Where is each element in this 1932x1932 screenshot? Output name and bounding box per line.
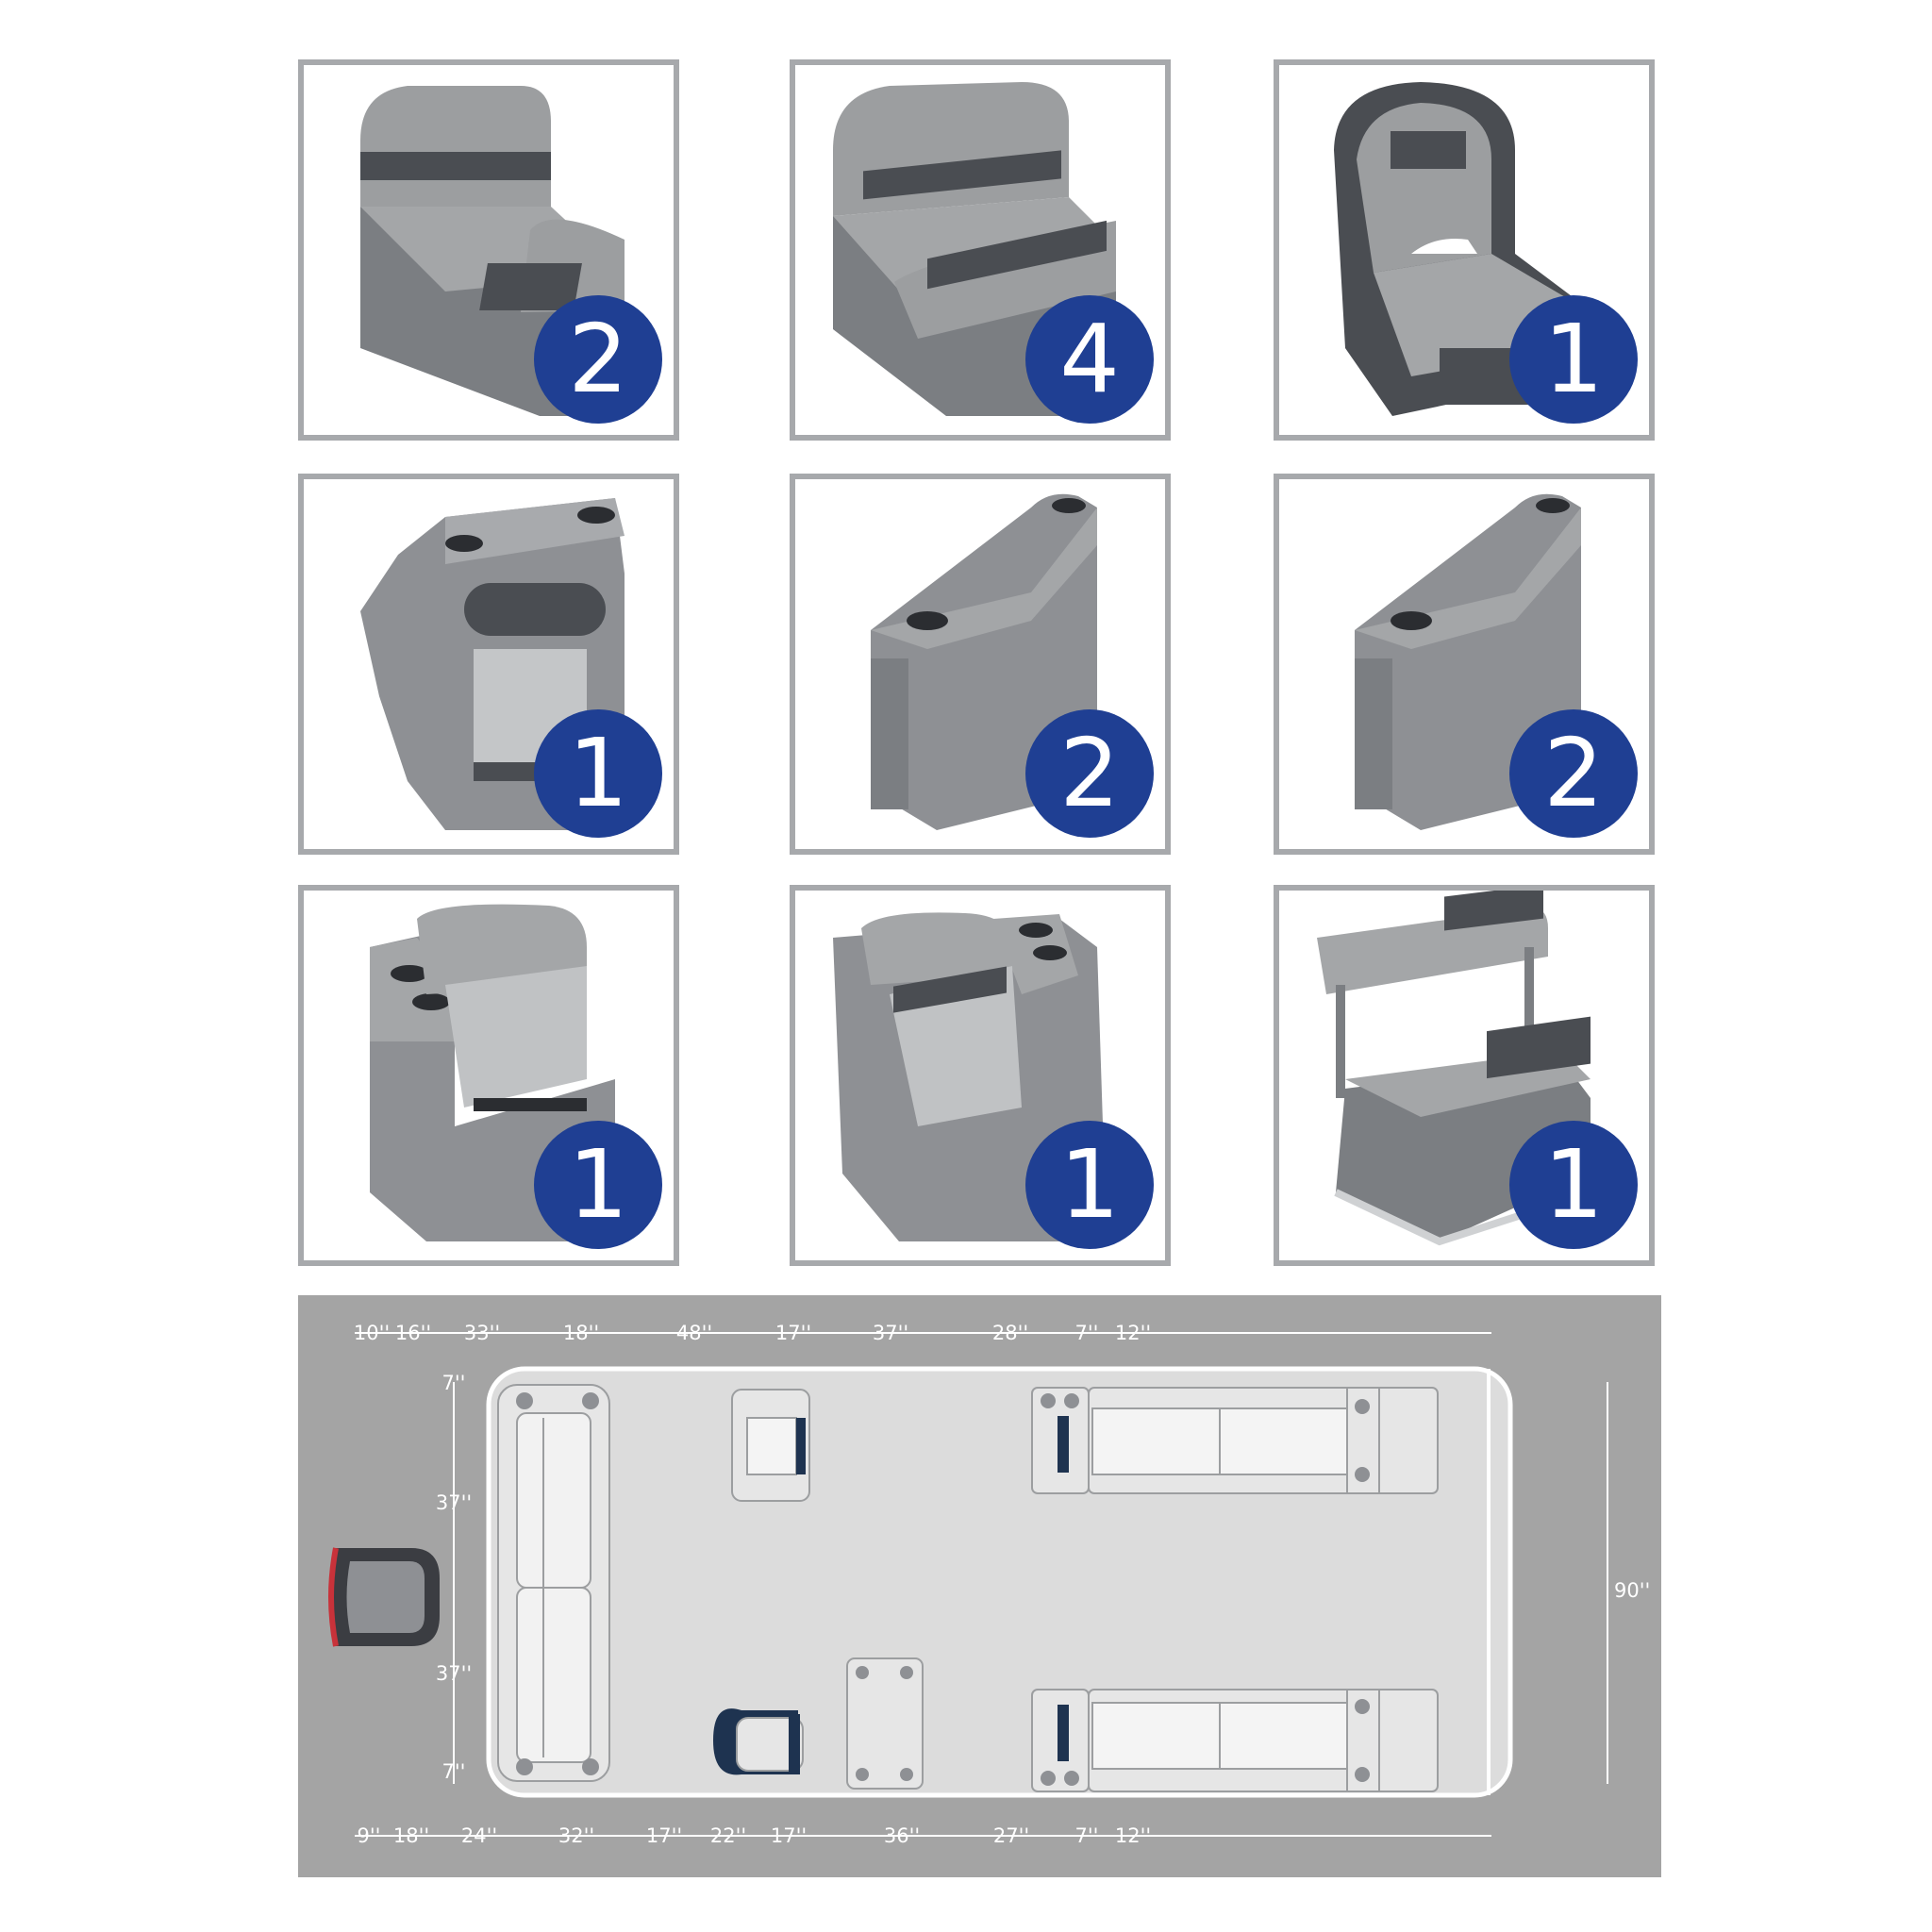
side-lounge-top (1031, 1387, 1439, 1494)
bottom-dimension-label: 9'' (358, 1824, 381, 1847)
left-dimension-label: 37'' (436, 1662, 472, 1685)
boat-layout-diagram: 10''16''33''18''48''17''37''28''7''12'' … (298, 1295, 1661, 1877)
tile-captain-chair: 1 (1274, 59, 1655, 441)
bottom-dimension-label: 22'' (710, 1824, 746, 1847)
quantity-badge: 2 (1025, 709, 1154, 838)
quantity-badge: 1 (1509, 295, 1638, 424)
top-dimension-label: 18'' (563, 1322, 599, 1344)
bench-seat-icon (833, 82, 1116, 416)
bottom-dimension-label: 17'' (646, 1824, 682, 1847)
flip-flop-seat-icon (1317, 891, 1591, 1246)
bottom-dimension-label: 32'' (558, 1824, 594, 1847)
tile-flip-flop-seat: 1 (1274, 885, 1655, 1266)
top-dimension-label: 10'' (354, 1322, 390, 1344)
top-dimension-label: 17'' (775, 1322, 811, 1344)
top-dimension-label: 48'' (676, 1322, 712, 1344)
bottom-dimension-label: 7'' (1075, 1824, 1099, 1847)
bottom-dimension-label: 17'' (771, 1824, 807, 1847)
helm-console-top (846, 1657, 924, 1790)
single-seat-top (731, 1389, 810, 1502)
top-dimension-label: 7'' (1075, 1322, 1099, 1344)
bottom-dimension-label: 27'' (993, 1824, 1029, 1847)
bottom-dimension-label: 24'' (461, 1824, 497, 1847)
quantity-badge: 2 (1509, 709, 1638, 838)
top-dimension-label: 12'' (1115, 1322, 1151, 1344)
tile-helm-console: 1 (298, 474, 679, 855)
tile-lounge-seat: 2 (298, 59, 679, 441)
top-dimension-label: 37'' (873, 1322, 908, 1344)
bottom-dimension-label: 18'' (393, 1824, 429, 1847)
top-dimension-label: 28'' (992, 1322, 1028, 1344)
tile-corner-lounge-right: 1 (298, 885, 679, 1266)
top-dimension-label: 33'' (464, 1322, 500, 1344)
quantity-badge: 1 (1509, 1121, 1638, 1249)
quantity-badge: 1 (534, 1121, 662, 1249)
bottom-dimension-label: 36'' (884, 1824, 920, 1847)
quantity-badge: 4 (1025, 295, 1154, 424)
quantity-badge: 1 (534, 709, 662, 838)
top-dimension-label: 16'' (395, 1322, 431, 1344)
left-dimension-label: 7'' (442, 1372, 466, 1394)
tile-corner-lounge-left: 1 (790, 885, 1171, 1266)
tile-armrest-right: 2 (790, 474, 1171, 855)
captain-chair-top (713, 1708, 804, 1775)
bottom-dimension-label: 12'' (1115, 1824, 1151, 1847)
side-lounge-bottom (1031, 1689, 1439, 1792)
quantity-badge: 1 (1025, 1121, 1154, 1249)
left-dimension-label: 37'' (436, 1491, 472, 1514)
outboard-motor-icon (328, 1547, 440, 1647)
width-dimension-label: 90'' (1614, 1579, 1650, 1602)
tile-bench-seat: 4 (790, 59, 1171, 441)
quantity-badge: 2 (534, 295, 662, 424)
rear-bench-seat (497, 1384, 610, 1782)
tile-armrest-left: 2 (1274, 474, 1655, 855)
left-dimension-label: 7'' (442, 1760, 466, 1783)
